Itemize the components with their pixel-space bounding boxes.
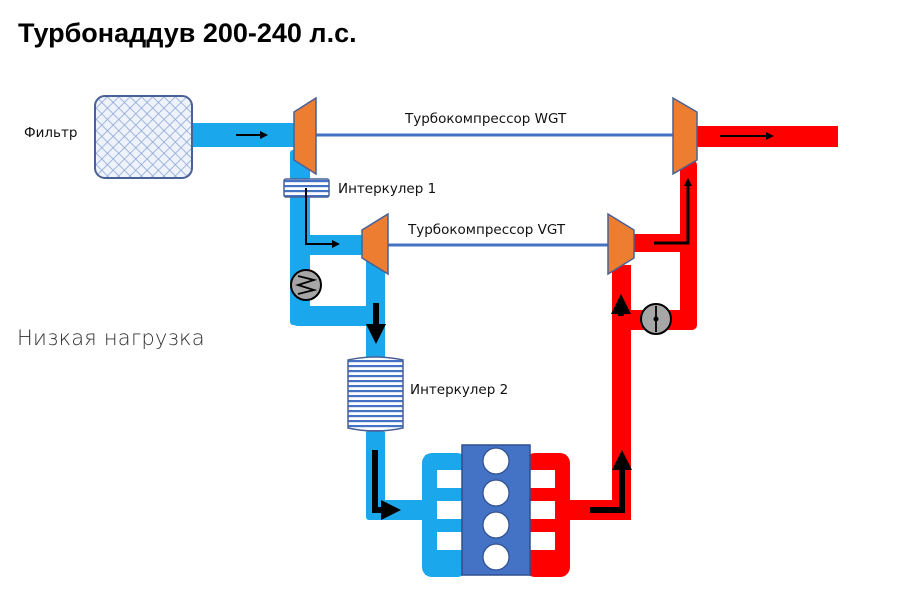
air-filter	[94, 95, 193, 179]
intake-pipe-bottom-loop	[290, 306, 385, 326]
intercooler-2	[347, 356, 404, 432]
wgt-label: Турбокомпрессор WGT	[404, 111, 567, 127]
load-mode-label: Низкая нагрузка	[17, 326, 205, 350]
spring-icon	[294, 275, 318, 295]
flow-arrows	[236, 131, 774, 520]
cylinder	[482, 543, 510, 571]
exhaust-pipes	[525, 126, 838, 577]
arrow-to-wgt	[654, 178, 692, 245]
exhaust-manifold-slots	[525, 470, 555, 550]
intercooler-1-label: Интеркулер 1	[338, 181, 436, 197]
wastegate-valve	[640, 303, 672, 335]
cylinder	[482, 511, 510, 539]
page-title: Турбонаддув 200-240 л.с.	[18, 18, 357, 48]
arrow-exhaust-up	[590, 450, 632, 513]
vgt-turbine	[607, 212, 635, 276]
filter-label: Фильтр	[24, 125, 77, 141]
intake-manifold-slots	[437, 470, 467, 550]
wgt-turbine	[672, 96, 698, 176]
vgt-compressor	[361, 212, 389, 276]
cylinder	[482, 479, 510, 507]
wgt-compressor	[293, 96, 317, 176]
arrow-to-engine	[372, 450, 401, 520]
arrow-to-vgt	[305, 188, 340, 248]
intercooler-2-label: Интеркулер 2	[410, 382, 508, 398]
vgt-label: Турбокомпрессор VGT	[407, 222, 566, 238]
cylinder	[482, 447, 510, 475]
intake-bypass-valve	[290, 269, 322, 301]
engine-block	[461, 444, 531, 576]
